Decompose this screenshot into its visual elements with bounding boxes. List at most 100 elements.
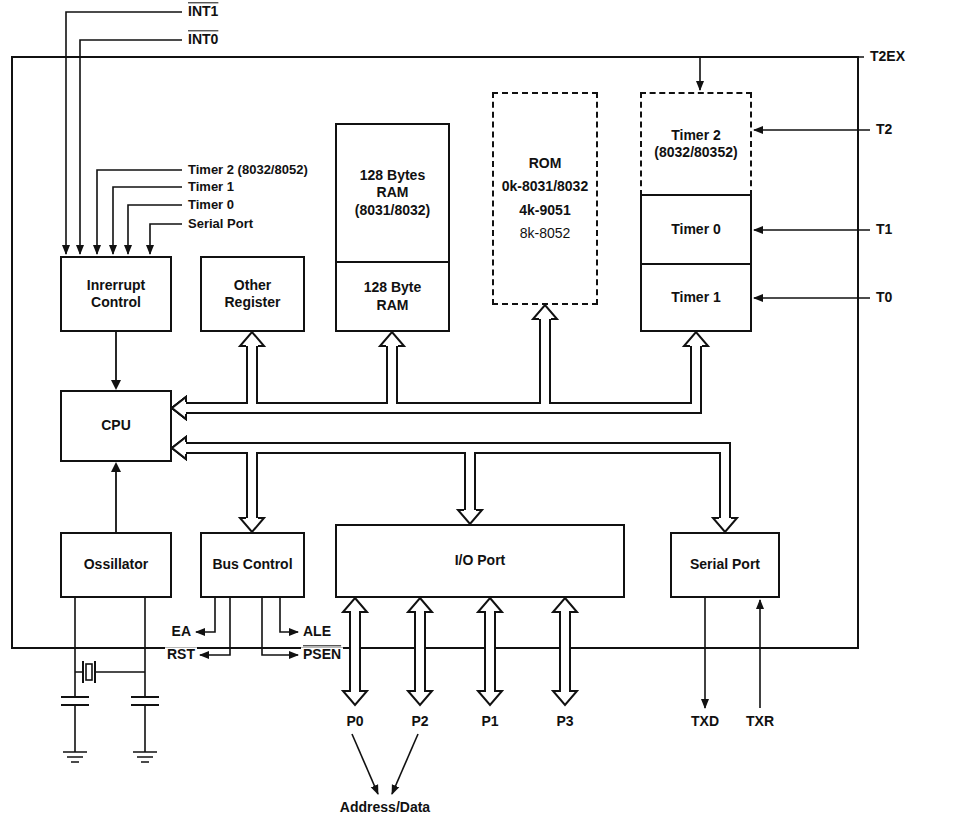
block-label: 0k-8031/8032 [502,178,588,196]
arrow-head [111,462,121,472]
bus-arrow-head [240,518,264,532]
bus-arrow-head [172,437,186,459]
pin-name: INT1 [186,4,220,19]
wire [75,705,145,752]
interrupt-source: Serial Port [186,217,255,231]
rom-box: ROM 0k-8031/8032 4k-9051 8k-8052 [492,92,598,305]
timer-box: Timer 2 (8032/80352) [640,92,752,196]
bus-arrow-head [713,518,737,532]
bus-fill [186,346,392,408]
block-label: Serial Port [690,556,760,574]
cpu-box: CPU [60,390,172,462]
bus-arrow-head [172,397,186,419]
register-box: Other Register [200,256,305,332]
block-label: Bus Control [212,556,292,574]
crystal-symbol [86,664,92,680]
block-label: Other Register [206,277,299,312]
timer0-int-wire [128,205,182,254]
bus-fill [186,319,545,408]
bus-arrow-head [172,397,186,419]
arrow-heads [111,305,737,532]
block-label: 128 Byte RAM [347,279,438,314]
ram-box: 128 Bytes RAM (8031/8032) [335,123,450,263]
block-label: 128 Bytes RAM (8031/8032) [347,167,438,220]
bus-arrow [408,598,432,705]
t2ex-wire [700,57,864,90]
pin-name: T2 [874,122,894,137]
block-label: ROM [529,155,562,173]
bus-fill [186,448,252,518]
block-label: I/O Port [455,552,506,570]
system-bus [186,448,252,518]
signal-connector [115,472,117,532]
pin-name: T1 [874,222,894,237]
bus-fill [186,346,252,408]
rst-wire [200,598,230,655]
pin-name: TXR [744,714,776,729]
oscillator-circuit [61,598,159,762]
io-port-box: I/O Port [335,524,625,598]
port-name: P2 [409,714,430,729]
block-label: CPU [101,417,131,435]
system-bus [186,346,252,408]
bus-arrow-head [380,332,404,346]
txd-wire [704,598,706,708]
signal-wires [66,12,870,794]
txr-wire [759,600,761,708]
signal-connector [115,332,117,380]
address-data-leader [392,734,418,794]
serial-int-wire [150,224,182,254]
bus-arrow [343,598,367,705]
pin-name: ALE [301,624,333,639]
pin-name: EA [170,624,193,639]
block-label: Timer 0 [671,221,721,239]
arrow-head [111,380,121,390]
system-bus [186,448,470,510]
bus-name: Address/Data [338,800,432,815]
interrupt-source: Timer 1 [186,180,236,194]
bus-arrow-head [172,437,186,459]
ale-wire [280,598,298,632]
int0-wire [80,40,182,254]
block-label: 4k-9051 [519,202,570,220]
block-label: Inrerrupt Control [66,277,166,312]
bus-arrow-head [684,332,708,346]
pin-name: T0 [874,290,894,305]
bus-arrow-head [240,332,264,346]
bus-arrow-head [533,305,557,319]
system-bus [186,346,696,408]
timer-box: Timer 1 [640,263,752,332]
capacitor-symbol [61,697,159,705]
block-label: Ossillator [84,556,149,574]
interrupt-source: Timer 0 [186,198,236,212]
pin-name: TXD [689,714,721,729]
crystal-plate [83,661,95,683]
port-name: P1 [479,714,500,729]
ground-symbol [63,752,157,762]
bus-arrow-head [458,510,482,524]
pin-name: RST [165,647,197,662]
system-bus [186,346,392,408]
system-bus [186,448,725,518]
bus-outline [116,319,725,532]
block-label: 8k-8052 [520,225,571,243]
ea-wire [196,598,215,632]
bus-fill [186,448,725,518]
bus-arrow [478,598,502,705]
address-data-leader [352,734,378,794]
bus-arrow-head [172,437,186,459]
interrupt-source: Timer 2 (8032/8052) [186,163,310,177]
timer2-int-wire [97,170,182,254]
int1-wire [66,12,182,254]
block-label: Timer 2 (8032/80352) [646,127,746,162]
wire [75,598,145,697]
bus-control-box: Bus Control [200,532,305,598]
port-name: P0 [344,714,365,729]
interrupt-box: Inrerrupt Control [60,256,172,332]
pin-name: PSEN [301,647,343,662]
bus-arrow [553,598,577,705]
ram-box: 128 Byte RAM [335,261,450,332]
block-label: Timer 1 [671,289,721,307]
pin-name: T2EX [868,49,907,64]
